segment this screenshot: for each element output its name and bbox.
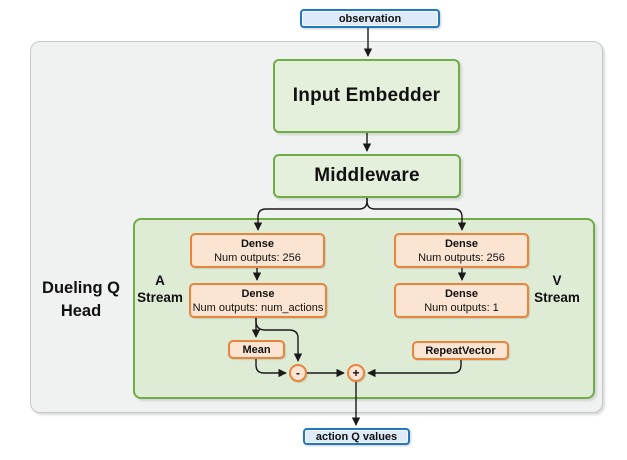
- v-stream-label-line1: V: [552, 273, 562, 288]
- dense-title: Dense: [444, 237, 479, 250]
- repeat-vector-node: RepeatVector: [412, 341, 509, 360]
- dense-subtitle: Num outputs: 256: [214, 251, 301, 264]
- observation-node: observation: [300, 9, 440, 28]
- dueling-q-head-label-line2: Head: [60, 302, 102, 320]
- a-stream-dense-2-node: Dense Num outputs: num_actions: [189, 283, 327, 318]
- dueling-q-head-label: Dueling Q Head: [32, 277, 130, 323]
- a-stream-dense-1-node: Dense Num outputs: 256: [190, 233, 325, 268]
- v-stream-label: V Stream: [530, 272, 584, 306]
- plus-junction: +: [347, 364, 365, 382]
- v-stream-dense-2-node: Dense Num outputs: 1: [394, 283, 529, 318]
- middleware-node: Middleware: [273, 154, 461, 198]
- a-stream-label-line1: A: [155, 273, 165, 288]
- dense-subtitle: Num outputs: 256: [418, 251, 505, 264]
- a-stream-label: A Stream: [134, 272, 186, 306]
- dense-title: Dense: [241, 287, 275, 300]
- dense-title: Dense: [240, 237, 275, 250]
- dense-subtitle: Num outputs: num_actions: [192, 301, 324, 314]
- v-stream-dense-1-node: Dense Num outputs: 256: [394, 233, 529, 268]
- action-q-values-node: action Q values: [303, 428, 410, 445]
- dense-subtitle: Num outputs: 1: [424, 301, 499, 314]
- dense-title: Dense: [444, 287, 479, 300]
- input-embedder-node: Input Embedder: [273, 59, 460, 133]
- a-stream-label-line2: Stream: [137, 290, 183, 305]
- dueling-q-head-label-line1: Dueling Q: [42, 279, 120, 297]
- minus-junction: -: [289, 364, 307, 382]
- v-stream-label-line2: Stream: [534, 290, 580, 305]
- mean-node: Mean: [228, 340, 285, 359]
